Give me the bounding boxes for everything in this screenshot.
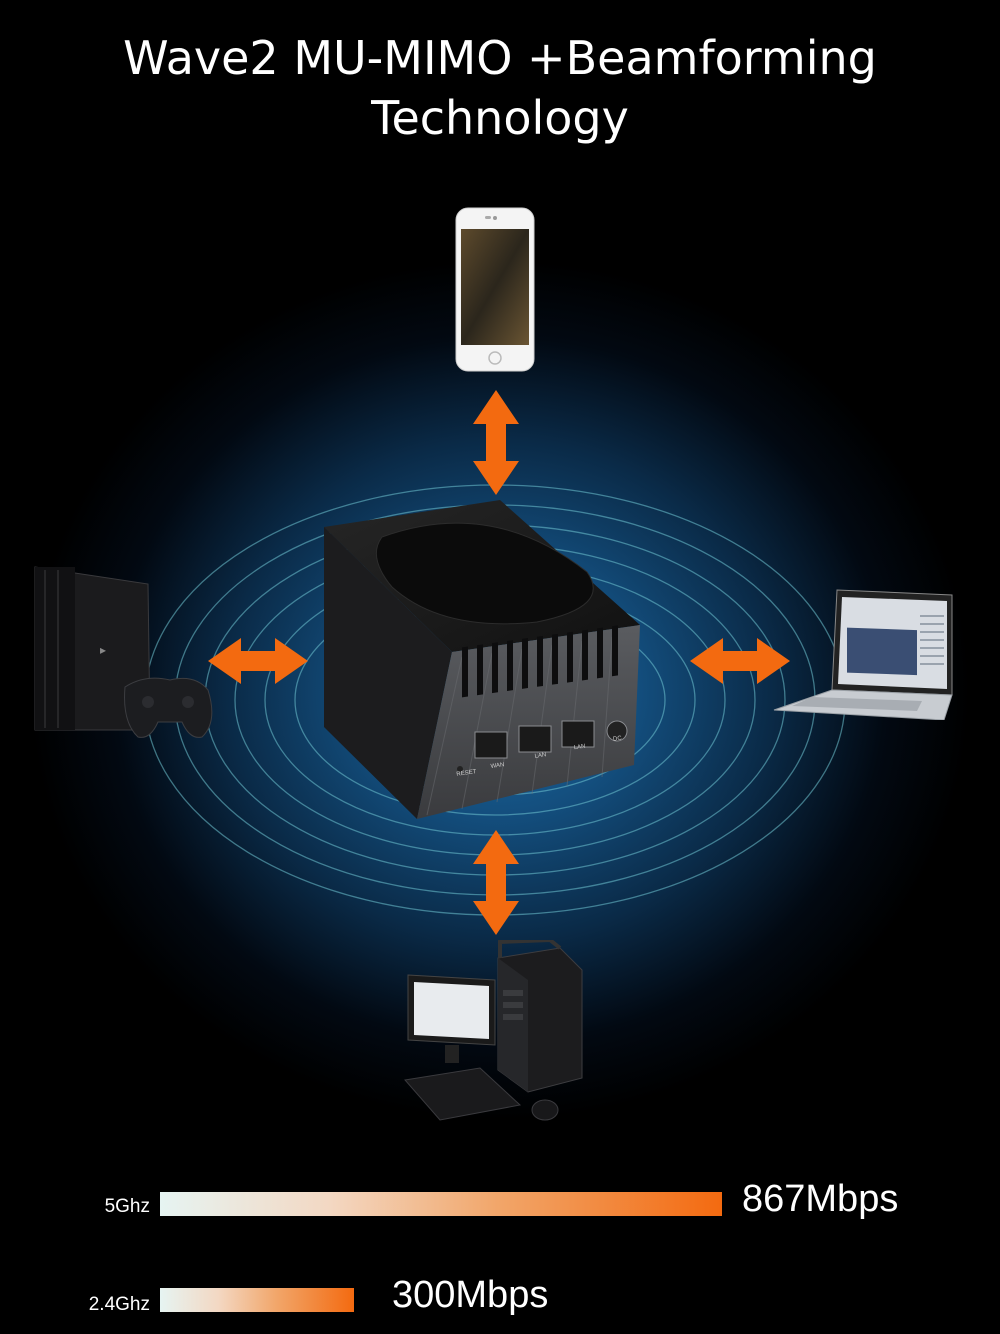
speed-bar-5ghz [160, 1192, 722, 1216]
band-label-2-4ghz: 2.4Ghz [88, 1294, 150, 1315]
arrow-bottom-vertical [473, 830, 519, 935]
port-label-lan-2: LAN [573, 743, 586, 752]
port-label-lan-1: LAN [534, 752, 547, 760]
band-label-5ghz: 5Ghz [104, 1196, 150, 1217]
port-label-wan: WAN [490, 762, 505, 771]
svg-text:▸: ▸ [100, 643, 106, 657]
arrow-left-horizontal [208, 638, 308, 684]
router-image [324, 500, 640, 819]
laptop-image [773, 589, 953, 720]
speed-row-5ghz: 5Ghz 867Mbps [0, 1176, 1000, 1236]
title-line-1: Wave2 MU-MIMO +Beamforming [123, 31, 877, 85]
speed-value-2-4ghz: 300Mbps [392, 1274, 549, 1316]
smartphone-image [455, 207, 535, 372]
speed-bar-fill-2-4ghz [160, 1288, 355, 1312]
speed-row-2-4ghz: 2.4Ghz 300Mbps [0, 1274, 1000, 1334]
speed-value-5ghz: 867Mbps [742, 1178, 899, 1220]
title-line-2: Technology [371, 91, 629, 145]
speed-bar-fill-5ghz [160, 1192, 722, 1216]
page-title: Wave2 MU-MIMO +Beamforming Technology [0, 28, 1000, 148]
game-console-image: ▸ [34, 566, 213, 738]
arrow-right-horizontal [690, 638, 790, 684]
speed-bar-2-4ghz [160, 1288, 722, 1312]
port-label-dc: DC [612, 735, 623, 743]
desktop-computer-image [404, 940, 583, 1121]
arrow-top-vertical [473, 390, 519, 495]
